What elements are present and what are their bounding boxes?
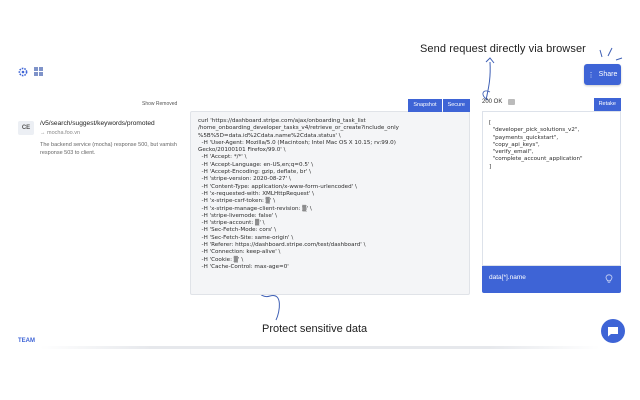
annotation-protect-data: Protect sensitive data bbox=[262, 323, 368, 335]
curl-code: curl 'https://dashboard.stripe.com/ajax/… bbox=[198, 118, 463, 271]
code-line: -H 'x-stripe-manage-client-revision: ▒' … bbox=[198, 205, 312, 212]
code-line: curl 'https://dashboard.stripe.com/ajax/… bbox=[198, 118, 366, 124]
code-line: -H 'stripe-livemode: false' \ bbox=[198, 212, 277, 219]
copy-icon[interactable] bbox=[508, 99, 515, 105]
gear-icon[interactable] bbox=[18, 67, 28, 77]
share-label: Share bbox=[598, 71, 618, 78]
code-line: -H 'Accept: */*' \ bbox=[198, 154, 247, 161]
code-line: -H 'x-requested-with: XMLHttpRequest' \ bbox=[198, 190, 315, 197]
tab-secure[interactable]: Secure bbox=[442, 99, 470, 112]
code-line: -H 'Accept-Language: en-US,en;q=0.5' \ bbox=[198, 161, 314, 168]
code-line: -H 'stripe-version: 2020-08-27' \ bbox=[198, 176, 291, 183]
code-line: -H 'User-Agent: Mozilla/5.0 (Macintosh; … bbox=[198, 139, 396, 146]
chat-icon bbox=[608, 326, 618, 336]
show-removed-toggle[interactable]: Show Removed bbox=[142, 101, 178, 107]
code-tabs: Snapshot Secure bbox=[408, 99, 470, 112]
code-line: -H 'Sec-Fetch-Site: same-origin' \ bbox=[198, 234, 294, 241]
code-line: /home_onboarding_developer_tasks_v4/retr… bbox=[198, 125, 399, 132]
json-line: "verify_email", bbox=[489, 149, 534, 156]
json-line: "developer_pick_solutions_v2", bbox=[489, 127, 580, 134]
json-line: "copy_api_keys", bbox=[489, 141, 540, 148]
code-line: -H 'Cookie: ▒' \ bbox=[198, 256, 244, 263]
annotation-send-request: Send request directly via browser bbox=[420, 43, 586, 55]
response-panel: Retake [ "developer_pick_solutions_v2", … bbox=[482, 98, 621, 293]
json-line: [ bbox=[489, 120, 492, 126]
status-badge: 200 OK bbox=[482, 99, 503, 105]
share-icon: ⋮ bbox=[587, 71, 595, 79]
code-line: -H 'Connection: keep-alive' \ bbox=[198, 249, 281, 256]
code-line: -H 'Content-Type: application/x-www-form… bbox=[198, 183, 357, 190]
json-line: "complete_account_application" bbox=[489, 156, 583, 163]
share-button[interactable]: ⋮ Share bbox=[584, 64, 621, 85]
code-line: -H 'Accept-Encoding: gzip, deflate, br' … bbox=[198, 169, 311, 176]
lightbulb-icon[interactable] bbox=[605, 274, 613, 284]
chat-button[interactable] bbox=[601, 319, 625, 343]
query-input[interactable]: data[*].name bbox=[489, 274, 526, 281]
grid-icon[interactable] bbox=[34, 67, 43, 76]
code-line: -H 'Sec-Fetch-Mode: cors' \ bbox=[198, 227, 277, 234]
json-text: [ "developer_pick_solutions_v2", "paymen… bbox=[489, 120, 583, 171]
code-line: -H 'Cache-Control: max-age=0' bbox=[198, 263, 289, 270]
team-label: TEAM bbox=[18, 338, 35, 344]
divider bbox=[40, 346, 600, 349]
request-host: → mocha.foo.vn bbox=[40, 130, 81, 136]
code-line: -H 'stripe-account: ▒' \ bbox=[198, 220, 265, 227]
request-path[interactable]: /v5/search/suggest/keywords/promoted bbox=[40, 120, 155, 127]
code-line: Gecko/20100101 Firefox/99.0' \ bbox=[198, 147, 286, 154]
code-line: -H 'Referer: https://dashboard.stripe.co… bbox=[198, 242, 366, 249]
avatar: CE bbox=[18, 121, 34, 135]
curl-code-panel[interactable]: Snapshot Secure curl 'https://dashboard.… bbox=[190, 99, 470, 295]
json-line: ] bbox=[489, 163, 492, 170]
code-line: -H 'x-stripe-csrf-token: ▒' \ bbox=[198, 198, 276, 205]
tab-snapshot[interactable]: Snapshot bbox=[408, 99, 442, 112]
request-description: The backend service (mocha) response 500… bbox=[40, 142, 177, 156]
json-response: [ "developer_pick_solutions_v2", "paymen… bbox=[482, 111, 621, 266]
code-line: %5B%5D=data.id%2Cdata.name%2Cdata.status… bbox=[198, 132, 341, 139]
retake-button[interactable]: Retake bbox=[593, 98, 621, 111]
json-line: "payments_quickstart", bbox=[489, 134, 559, 141]
